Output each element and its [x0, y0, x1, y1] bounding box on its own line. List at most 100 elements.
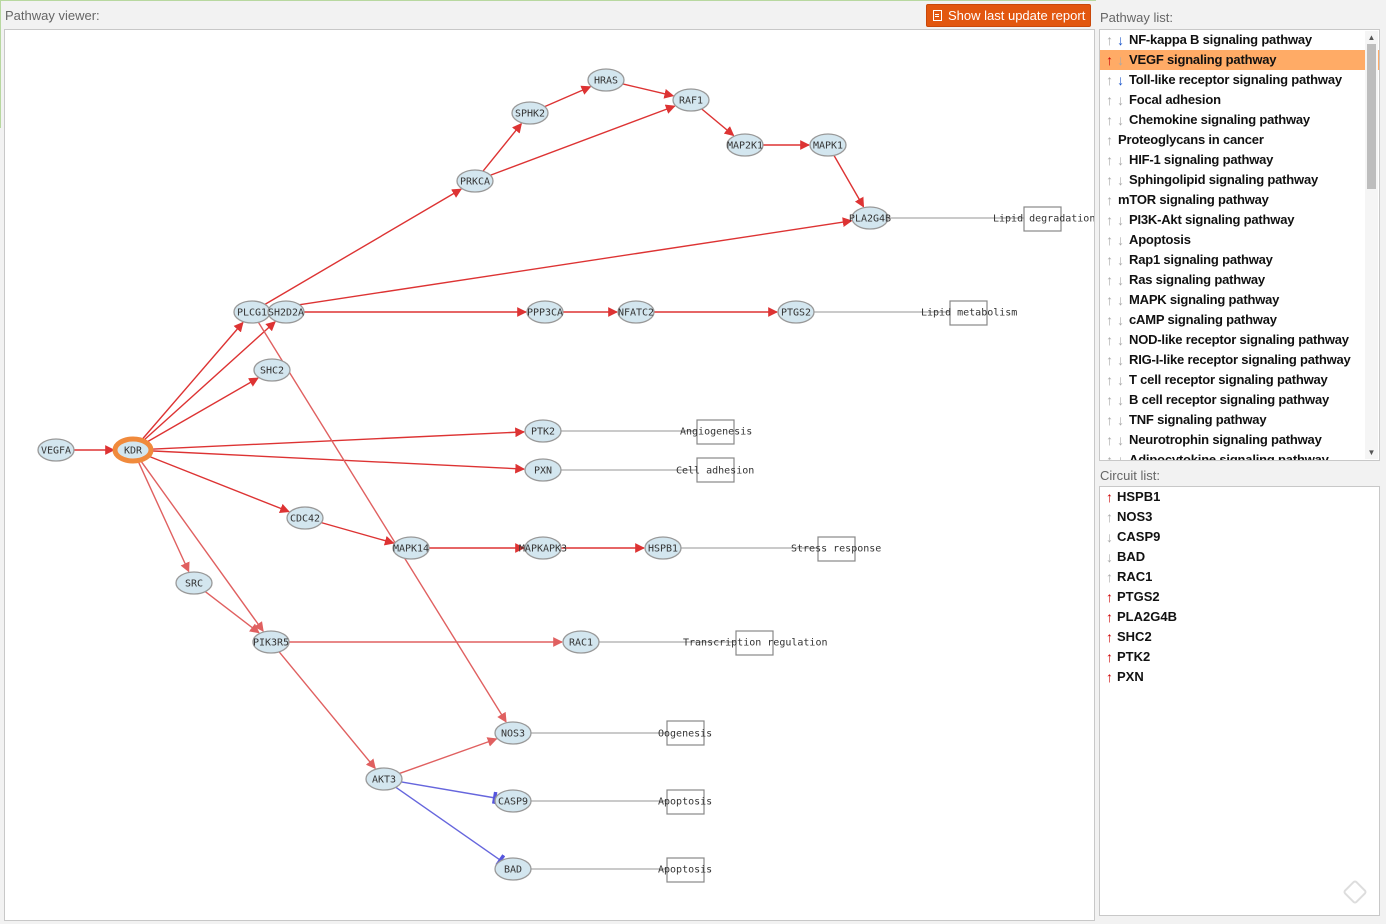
edge-plcg1-nos3[interactable] [257, 321, 507, 723]
node-raf1[interactable]: RAF1 [672, 88, 710, 112]
node-shape[interactable] [112, 436, 154, 464]
node-shape[interactable] [526, 300, 564, 324]
pathway-item[interactable]: ↑↓Neurotrophin signaling pathway [1100, 430, 1379, 450]
node-shape[interactable] [587, 68, 625, 92]
node-sh2d2a[interactable]: SH2D2A [267, 300, 305, 324]
node-ptgs2[interactable]: PTGS2 [777, 300, 815, 324]
edge-kdr-ptk2[interactable] [150, 427, 526, 450]
node-shape[interactable] [777, 300, 815, 324]
edge-prkca-sphk2[interactable] [482, 122, 523, 172]
function-box[interactable] [666, 789, 705, 815]
edge-akt3-casp9[interactable] [401, 781, 498, 805]
node-shape[interactable] [672, 88, 710, 112]
pathway-item[interactable]: ↑↓Rap1 signaling pathway [1100, 250, 1379, 270]
node-vegfa[interactable]: VEGFA [37, 438, 75, 462]
node-prkca[interactable]: PRKCA [456, 169, 494, 193]
pathway-item[interactable]: ↑↓Chemokine signaling pathway [1100, 110, 1379, 130]
node-shape[interactable] [252, 630, 290, 654]
edge-sphk2-hras[interactable] [544, 85, 592, 108]
edge-akt3-nos3[interactable] [399, 737, 498, 775]
node-mapkapk3[interactable]: MAPKAPK3 [519, 536, 567, 560]
node-shape[interactable] [494, 721, 532, 745]
function-box[interactable] [666, 720, 705, 746]
node-rac1[interactable]: RAC1 [562, 630, 600, 654]
node-shape[interactable] [267, 300, 305, 324]
circuit-item[interactable]: ↓BAD [1100, 547, 1379, 567]
pathway-item[interactable]: ↑mTOR signaling pathway [1100, 190, 1379, 210]
edge-kdr-pik3r5[interactable] [139, 459, 264, 632]
edge-src-pik3r5[interactable] [204, 591, 260, 634]
function-box[interactable] [735, 630, 774, 656]
pathway-item[interactable]: ↑↓Toll-like receptor signaling pathway [1100, 70, 1379, 90]
pathway-item[interactable]: ↑↓NF-kappa B signaling pathway [1100, 30, 1379, 50]
pathway-item[interactable]: ↑↓Ras signaling pathway [1100, 270, 1379, 290]
pathway-item[interactable]: ↑↓Sphingolipid signaling pathway [1100, 170, 1379, 190]
node-hspb1[interactable]: HSPB1 [644, 536, 682, 560]
node-plcg1[interactable]: PLCG1 [233, 300, 271, 324]
node-shape[interactable] [809, 133, 847, 157]
circuit-item[interactable]: ↑PTGS2 [1100, 587, 1379, 607]
pathway-item[interactable]: ↑↓HIF-1 signaling pathway [1100, 150, 1379, 170]
node-shape[interactable] [392, 536, 430, 560]
node-shape[interactable] [726, 133, 764, 157]
node-mapk14[interactable]: MAPK14 [392, 536, 430, 560]
node-shc2[interactable]: SHC2 [253, 358, 291, 382]
circuit-item[interactable]: ↑PLA2G4B [1100, 607, 1379, 627]
edge-prkca-raf1[interactable] [490, 104, 676, 176]
edge-raf1-map2k1[interactable] [701, 108, 735, 137]
node-nos3[interactable]: NOS3 [494, 721, 532, 745]
scroll-down-icon[interactable]: ▼ [1367, 448, 1376, 457]
pathway-item[interactable]: ↑↓Apoptosis [1100, 230, 1379, 250]
node-ppp3ca[interactable]: PPP3CA [526, 300, 564, 324]
node-src[interactable]: SRC [175, 571, 213, 595]
node-shape[interactable] [644, 536, 682, 560]
node-pla2g4b[interactable]: PLA2G4B [849, 206, 891, 230]
node-kdr[interactable]: KDR [112, 436, 154, 464]
scroll-up-icon[interactable]: ▲ [1367, 33, 1376, 42]
node-cdc42[interactable]: CDC42 [286, 506, 324, 530]
node-shape[interactable] [494, 789, 532, 813]
pathway-item[interactable]: ↑↓Focal adhesion [1100, 90, 1379, 110]
circuit-item[interactable]: ↑NOS3 [1100, 507, 1379, 527]
node-hras[interactable]: HRAS [587, 68, 625, 92]
edge-kdr-plcg1[interactable] [140, 321, 244, 441]
pathway-item[interactable]: ↑↓RIG-I-like receptor signaling pathway [1100, 350, 1379, 370]
function-box[interactable] [696, 419, 735, 445]
node-pik3r5[interactable]: PIK3R5 [252, 630, 290, 654]
function-box[interactable] [666, 857, 705, 883]
pathway-item[interactable]: ↑↓PI3K-Akt signaling pathway [1100, 210, 1379, 230]
node-shape[interactable] [617, 300, 655, 324]
node-sphk2[interactable]: SPHK2 [511, 101, 549, 125]
edge-mapk1-pla2g4b[interactable] [833, 155, 865, 208]
node-ptk2[interactable]: PTK2 [524, 419, 562, 443]
edge-akt3-bad[interactable] [395, 786, 506, 867]
circuit-item[interactable]: ↑SHC2 [1100, 627, 1379, 647]
node-shape[interactable] [562, 630, 600, 654]
circuit-item[interactable]: ↑RAC1 [1100, 567, 1379, 587]
node-shape[interactable] [37, 438, 75, 462]
edge-plcg1-pla2g4b[interactable] [269, 217, 853, 311]
node-shape[interactable] [253, 358, 291, 382]
node-shape[interactable] [524, 419, 562, 443]
pathway-item[interactable]: ↑↓VEGF signaling pathway [1100, 50, 1379, 70]
node-casp9[interactable]: CASP9 [494, 789, 532, 813]
circuit-list[interactable]: ↑HSPB1↑NOS3↓CASP9↓BAD↑RAC1↑PTGS2↑PLA2G4B… [1099, 486, 1380, 916]
edge-kdr-cdc42[interactable] [147, 455, 290, 513]
pathway-item[interactable]: ↑Proteoglycans in cancer [1100, 130, 1379, 150]
scroll-thumb[interactable] [1367, 44, 1376, 189]
node-bad[interactable]: BAD [494, 857, 532, 881]
edge-kdr-shc2[interactable] [145, 377, 259, 444]
pathway-item[interactable]: ↑↓NOD-like receptor signaling pathway [1100, 330, 1379, 350]
pathway-item[interactable]: ↑↓cAMP signaling pathway [1100, 310, 1379, 330]
edge-hras-raf1[interactable] [622, 83, 675, 99]
edge-plcg1-prkca[interactable] [264, 188, 463, 305]
pathway-item[interactable]: ↑↓T cell receptor signaling pathway [1100, 370, 1379, 390]
node-shape[interactable] [286, 506, 324, 530]
pathway-list[interactable]: ↑↓NF-kappa B signaling pathway↑↓VEGF sig… [1099, 29, 1380, 461]
pathway-item[interactable]: ↑↓MAPK signaling pathway [1100, 290, 1379, 310]
node-nfatc2[interactable]: NFATC2 [617, 300, 655, 324]
pathway-list-scrollbar[interactable]: ▲ ▼ [1365, 31, 1378, 459]
edge-cdc42-mapk14[interactable] [321, 521, 395, 546]
node-shape[interactable] [175, 571, 213, 595]
